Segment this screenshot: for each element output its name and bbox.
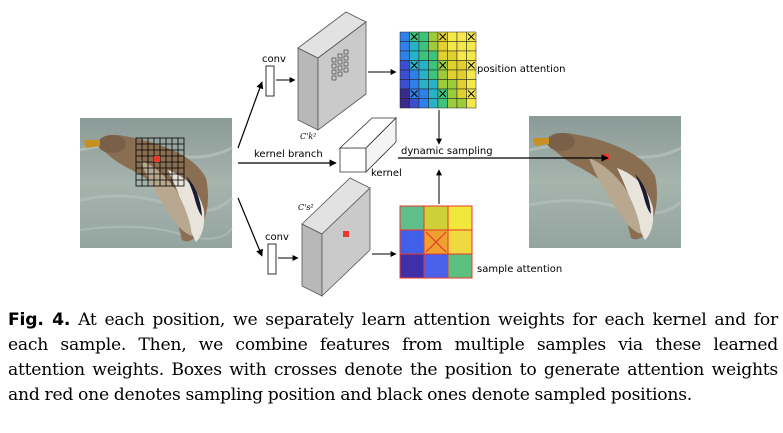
position-attention-cell — [437, 79, 448, 90]
cross-marker — [410, 61, 418, 69]
position-attention-cell — [428, 88, 439, 99]
conv-label-top: conv — [262, 54, 286, 65]
position-attention-cell — [418, 88, 429, 99]
position-attention-cell — [447, 60, 458, 71]
position-attention-cell — [456, 31, 467, 42]
figure-caption: Fig. 4. At each position, we separately … — [8, 308, 778, 408]
position-attention-cell — [418, 69, 429, 80]
sample-attention-map — [399, 205, 473, 279]
position-attention-cell — [399, 41, 410, 52]
position-attention-cell — [447, 79, 458, 90]
position-attention-cell — [428, 50, 439, 61]
kernel-branch-label: kernel branch — [254, 149, 323, 160]
position-attention-cell — [456, 69, 467, 80]
position-attention-cell — [418, 41, 429, 52]
sample-attention-label: sample attention — [477, 264, 562, 275]
position-attention-cell — [437, 50, 448, 61]
sample-attention-cell — [423, 205, 449, 231]
position-attention-cell — [447, 50, 458, 61]
attention-diagram: conv C'k² position attention kernel bran… — [79, 11, 683, 297]
cross-marker — [410, 33, 418, 41]
output-duck-image — [528, 116, 683, 248]
position-attention-cell — [399, 50, 410, 61]
conv-filter-top — [265, 65, 275, 97]
cross-marker — [439, 90, 447, 98]
feature-cube-bottom — [301, 177, 371, 297]
position-attention-cell — [399, 88, 410, 99]
position-attention-cell — [418, 31, 429, 42]
position-attention-cell — [409, 98, 420, 109]
position-attention-cell — [456, 98, 467, 109]
position-attention-map — [399, 31, 477, 109]
sample-attention-cell — [399, 253, 425, 279]
position-attention-cell — [466, 98, 477, 109]
position-attention-cell — [466, 79, 477, 90]
position-attention-cell — [418, 79, 429, 90]
conv-label-bottom: conv — [265, 232, 289, 243]
position-attention-cell — [399, 31, 410, 42]
sample-attention-cell — [399, 205, 425, 231]
position-attention-cell — [409, 79, 420, 90]
kernel-label: kernel — [371, 168, 402, 179]
dim-label-top: C'k² — [300, 132, 316, 141]
sample-attention-cell — [423, 253, 449, 279]
conv-filter-bottom — [267, 243, 277, 275]
position-attention-cell — [428, 31, 439, 42]
kernel-cube — [338, 117, 397, 173]
position-attention-cell — [399, 69, 410, 80]
position-attention-cell — [456, 79, 467, 90]
feature-cube-top — [297, 11, 367, 131]
arrow-to-top-conv — [237, 81, 264, 149]
position-attention-cell — [447, 98, 458, 109]
position-attention-cell — [437, 69, 448, 80]
cross-marker — [425, 231, 447, 253]
cross-marker — [410, 90, 418, 98]
position-attention-cell — [456, 41, 467, 52]
arrow-to-bottom-conv — [237, 197, 263, 257]
position-attention-cell — [428, 60, 439, 71]
position-attention-cell — [418, 98, 429, 109]
position-attention-cell — [428, 69, 439, 80]
position-attention-cell — [409, 69, 420, 80]
input-duck-image — [79, 118, 234, 248]
position-attention-cell — [466, 41, 477, 52]
position-attention-cell — [418, 50, 429, 61]
position-attention-cell — [456, 88, 467, 99]
cross-marker — [467, 61, 475, 69]
position-attention-cell — [447, 41, 458, 52]
position-attention-cell — [437, 41, 448, 52]
dim-label-bottom: C's² — [298, 203, 314, 212]
position-attention-cell — [409, 50, 420, 61]
sample-attention-cell — [399, 229, 425, 255]
cross-marker — [439, 33, 447, 41]
position-attention-cell — [456, 50, 467, 61]
cross-marker — [467, 33, 475, 41]
position-attention-cell — [428, 98, 439, 109]
dynamic-sampling-label: dynamic sampling — [401, 146, 493, 157]
position-attention-cell — [399, 79, 410, 90]
position-attention-cell — [409, 41, 420, 52]
position-attention-cell — [447, 69, 458, 80]
sample-attention-cell — [447, 253, 473, 279]
position-attention-cell — [456, 60, 467, 71]
sample-attention-cell — [447, 229, 473, 255]
sample-attention-cell — [447, 205, 473, 231]
cross-marker — [467, 90, 475, 98]
figure-label: Fig. 4. — [8, 310, 71, 330]
caption-text: At each position, we separately learn at… — [8, 310, 778, 405]
position-attention-label: position attention — [477, 64, 565, 75]
position-attention-cell — [447, 31, 458, 42]
position-attention-cell — [418, 60, 429, 71]
position-attention-cell — [399, 98, 410, 109]
position-attention-cell — [466, 69, 477, 80]
cross-marker — [439, 61, 447, 69]
position-attention-cell — [399, 60, 410, 71]
position-attention-cell — [437, 98, 448, 109]
position-attention-cell — [466, 50, 477, 61]
position-attention-cell — [428, 79, 439, 90]
position-attention-cell — [447, 88, 458, 99]
position-attention-cell — [428, 41, 439, 52]
